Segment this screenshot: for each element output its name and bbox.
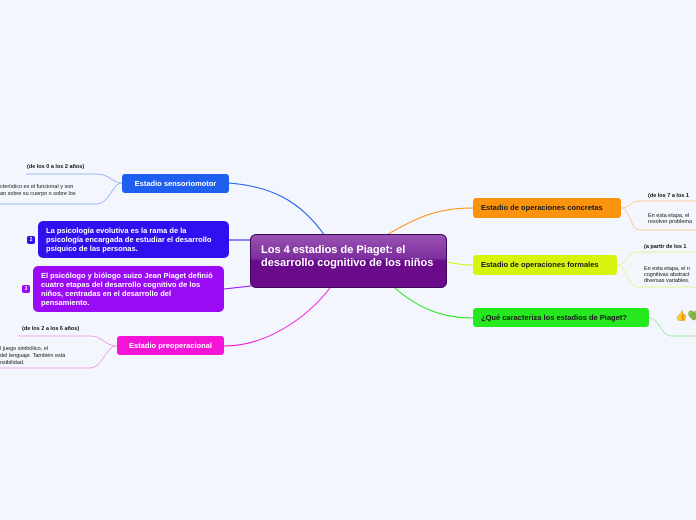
- formales-desc-1[interactable]: En esta etapa, el n: [644, 266, 690, 272]
- formales-desc-3[interactable]: diversas variables.: [644, 278, 690, 284]
- preoperacional-desc-3[interactable]: nsibilidad.: [0, 360, 25, 366]
- node-operaciones-formales[interactable]: Estadio de operaciones formales: [473, 255, 617, 275]
- node-jean-piaget[interactable]: El psicólogo y biólogo suizo Jean Piaget…: [33, 266, 224, 312]
- connector-concretas-sub: [620, 200, 696, 209]
- connector-preoperacional: [223, 287, 331, 347]
- connector-sensoriomotor-sub: [26, 173, 123, 184]
- sensoriomotor-age[interactable]: (de los 0 a los 2 años): [27, 164, 85, 170]
- connector-question: [394, 287, 474, 319]
- node-estadio-sensoriomotor[interactable]: Estadio sensoriomotor: [122, 174, 229, 193]
- info2-badge: 3: [22, 285, 30, 293]
- connector-question-sub: [648, 317, 696, 337]
- preoperacional-age[interactable]: (de los 2 a los 6 años): [22, 326, 80, 332]
- central-topic[interactable]: Los 4 estadios de Piaget: el desarrollo …: [250, 234, 447, 288]
- node-que-caracteriza[interactable]: ¿Qué caracteriza los estadios de Piaget?: [473, 308, 649, 327]
- concretas-age[interactable]: (de los 7 a los 1: [648, 193, 689, 199]
- formales-desc-2[interactable]: cognitivas abstract: [644, 272, 690, 278]
- concretas-desc-1[interactable]: En esta etapa, el: [648, 213, 690, 219]
- connector-formales-sub: [616, 251, 696, 266]
- node-psicologia-evolutiva[interactable]: La psicología evolutiva es la rama de la…: [38, 221, 229, 258]
- info1-badge: 2: [27, 236, 35, 244]
- node-operaciones-concretas[interactable]: Estadio de operaciones concretas: [473, 198, 621, 218]
- reaction-emoji-icon[interactable]: 👍💚: [675, 311, 696, 322]
- preoperacional-desc-1[interactable]: l juego simbólico, el: [0, 346, 48, 352]
- sensoriomotor-desc-2[interactable]: an sobre su cuerpo o sobre los: [0, 191, 76, 197]
- connector-concretas-sub2: [620, 207, 696, 231]
- formales-age[interactable]: (a partir de los 1: [644, 244, 687, 250]
- connector-formales-sub2: [616, 264, 696, 288]
- connector-formales: [446, 261, 474, 266]
- concretas-desc-2[interactable]: resolver problema: [648, 219, 693, 225]
- connector-info2: [223, 285, 252, 290]
- sensoriomotor-desc-1[interactable]: cterístico es el funcional y son: [0, 184, 74, 190]
- connector-concretas: [384, 207, 474, 237]
- preoperacional-desc-2[interactable]: del lenguaje. También está: [0, 353, 66, 359]
- connector-sensoriomotor: [227, 182, 326, 237]
- connector-preoperacional-sub2: [0, 345, 118, 369]
- node-estadio-preoperacional[interactable]: Estadio preoperacional: [117, 336, 224, 355]
- connector-preoperacional-sub: [18, 335, 118, 347]
- connector-sensoriomotor-sub2: [0, 182, 123, 205]
